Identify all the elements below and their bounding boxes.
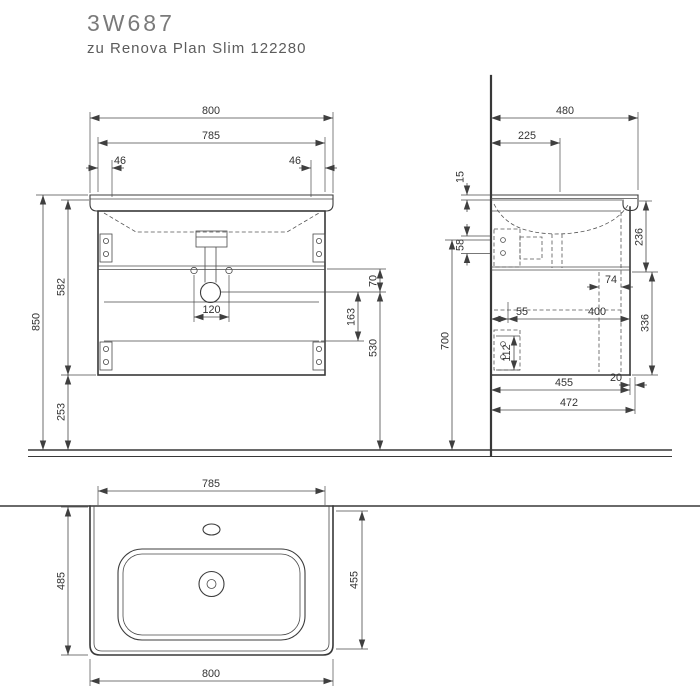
dim-label: 455 [555,377,573,389]
drawer-brackets-front [99,233,326,371]
dim-label: 485 [56,572,68,590]
dim-side-112: 112 [496,335,520,371]
dim-label: 225 [518,130,536,142]
dim-side-336: 336 [632,272,658,376]
dim-side-74: 74 [587,274,633,291]
dim-label: 20 [610,372,622,384]
dim-front-850: 850 [31,194,88,450]
dim-label: 455 [349,571,361,589]
dim-side-225: 225 [491,130,561,192]
dim-front-46-left: 46 [86,155,126,197]
dim-label: 236 [634,228,646,246]
dim-label: 253 [56,403,68,421]
dim-label: 15 [455,171,467,183]
drain-hole [198,570,225,598]
dim-label: 163 [346,308,358,326]
side-view: 480 225 15 58 700 [440,74,658,457]
drawing-number: 3W687 [87,10,175,36]
dim-front-530: 530 [368,292,384,450]
dim-label: 58 [455,239,467,251]
dim-front-800: 800 [89,105,334,193]
dim-label: 785 [202,130,220,142]
dim-label: 800 [202,668,220,680]
dim-front-70: 70 [221,268,386,293]
dim-top-485: 485 [56,506,88,656]
dim-side-455: 455 [491,377,631,395]
dim-top-455: 455 [336,510,368,650]
basin-bowl-inner [122,553,301,636]
dim-side-55: 55 [491,306,528,323]
siphon-circle [199,281,222,304]
floor-line [28,449,672,458]
top-view: 785 485 455 800 [0,478,700,686]
dim-label: 700 [440,332,452,350]
title-block: 3W687 zu Renova Plan Slim 122280 [87,10,306,57]
tap-hole [202,523,221,536]
dim-label: 70 [368,275,380,287]
washbasin-side [490,194,639,212]
dim-label: 74 [605,274,617,286]
dim-side-58: 58 [455,224,490,266]
dim-side-20: 20 [610,372,647,414]
dim-front-120: 120 [193,275,230,322]
dim-front-582: 582 [56,199,96,376]
dim-label: 55 [516,306,528,318]
basin-underside-hidden-lines [103,212,320,233]
mounting-hole-left [190,266,198,275]
dim-side-480: 480 [491,105,639,190]
dim-label: 800 [202,105,220,117]
cabinet-side [490,206,631,376]
dim-label: 112 [501,344,513,361]
drain-hole-center [206,579,217,589]
washbasin-front [89,194,334,212]
mounting-hole-right [225,266,233,275]
dim-front-785: 785 [97,130,326,192]
dim-label: 472 [560,397,578,409]
dim-front-46-right: 46 [289,155,337,197]
dim-side-472: 472 [491,397,635,414]
dim-label: 582 [56,278,68,296]
front-view: 800 785 46 46 850 582 [31,105,386,450]
dim-label: 46 [114,155,126,167]
dim-label: 400 [588,306,606,318]
dim-label: 120 [202,304,220,316]
drain-assembly-front [190,230,233,304]
drawing-subtitle: zu Renova Plan Slim 122280 [87,40,306,57]
dim-top-785: 785 [97,478,326,505]
washbasin-top [89,505,334,656]
dim-side-700: 700 [440,239,490,450]
dim-side-15: 15 [455,171,490,212]
dim-side-400: 400 [507,302,630,323]
dim-front-163: 163 [321,292,364,342]
dim-label: 46 [289,155,301,167]
dim-side-236: 236 [632,200,658,273]
dim-label: 480 [556,105,574,117]
basin-bowl-outer [117,548,306,641]
dim-front-253: 253 [56,375,72,450]
cabinet-front [97,210,326,376]
hidden-lines-side [493,203,629,372]
dim-top-800: 800 [89,659,334,686]
dim-label: 850 [31,313,43,331]
dim-label: 785 [202,478,220,490]
dim-label: 530 [368,339,380,357]
dim-label: 336 [640,314,652,332]
